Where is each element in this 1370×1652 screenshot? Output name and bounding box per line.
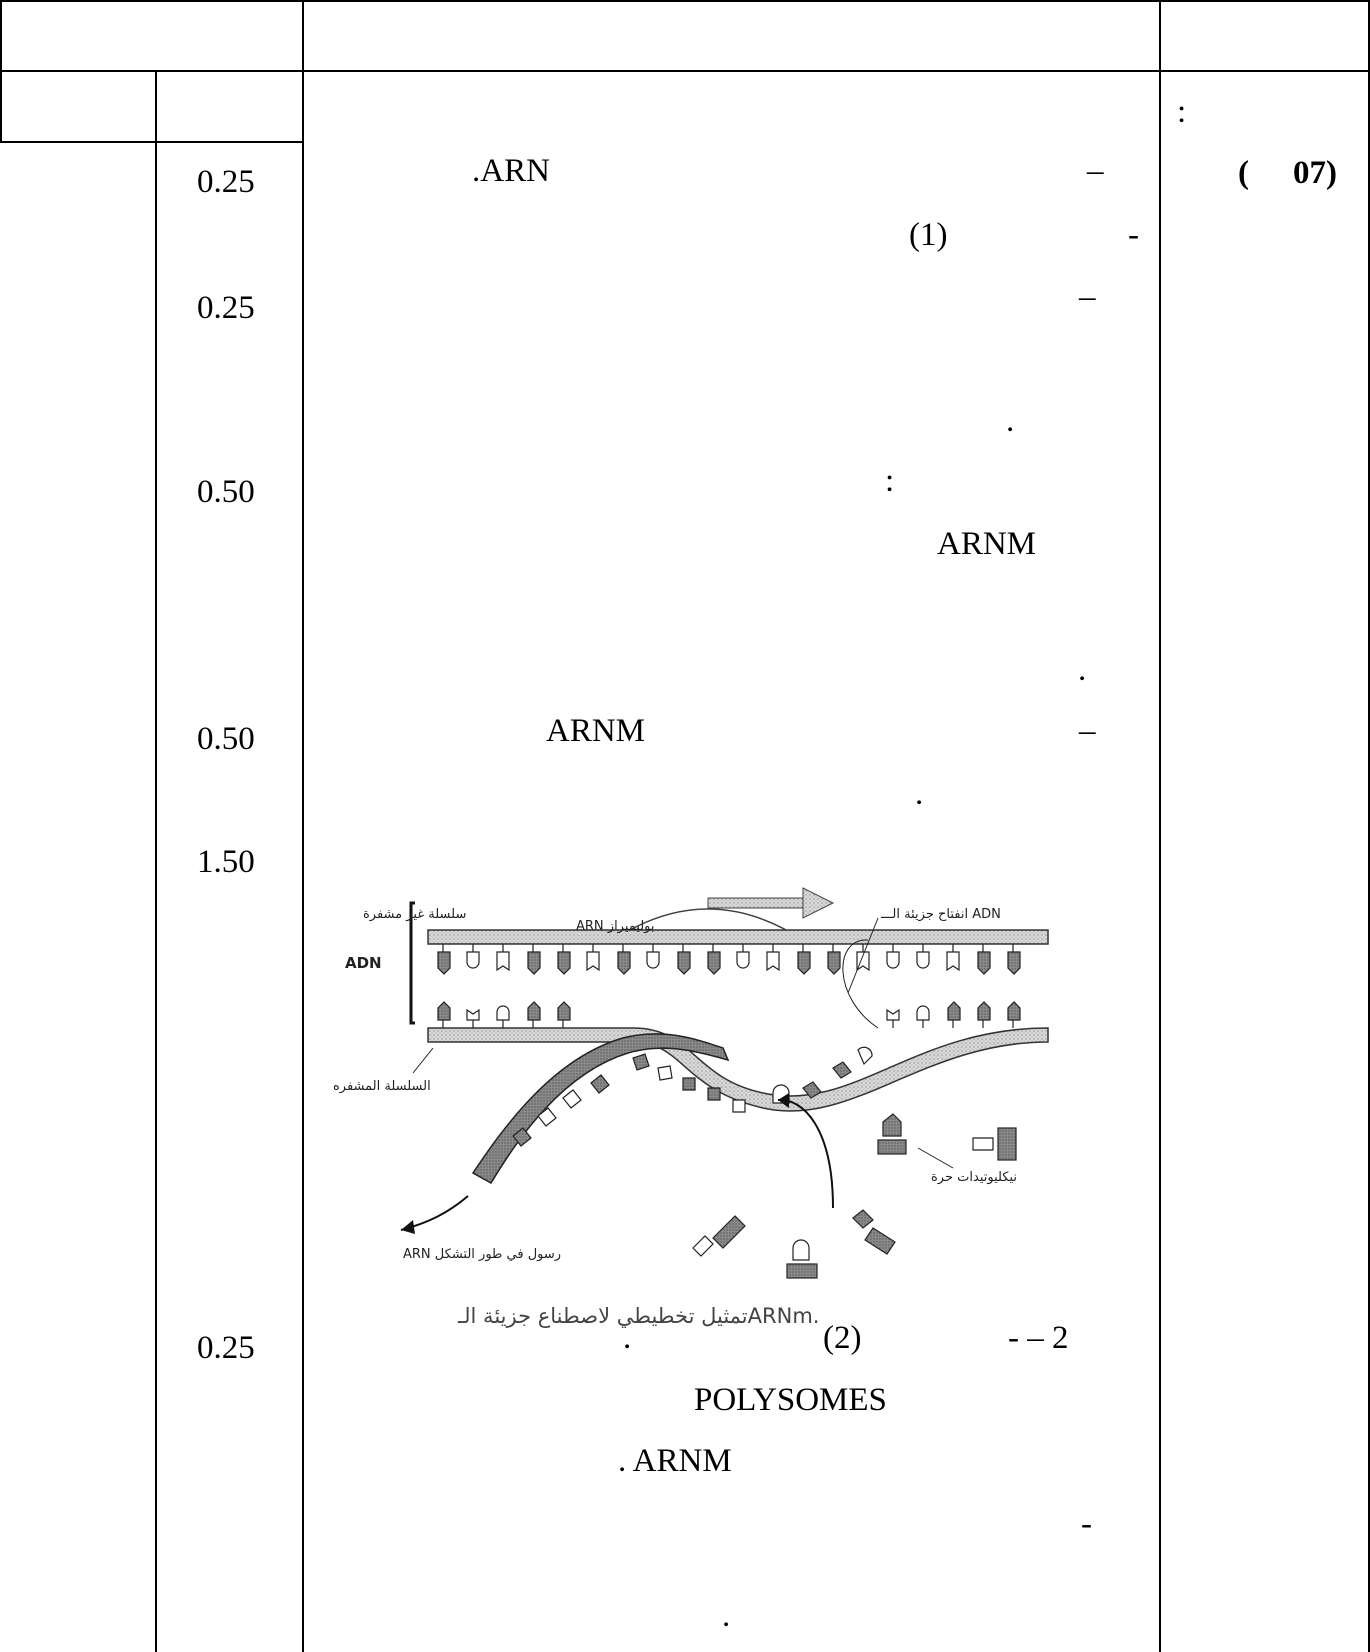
line2-dash: - (1128, 217, 1139, 253)
label-adn-opening: انفتاح جزيئة الـــ ADN (880, 907, 1001, 922)
line2-figure-ref: (1) (909, 217, 948, 253)
label-free-nucleotides: نيكليوتيدات حرة (931, 1170, 1017, 1185)
line13-dash: - (1081, 1506, 1092, 1542)
label-adn: ADN (345, 954, 382, 972)
non-coding-strand-backbone (427, 929, 1049, 945)
arn-transcription-figure: سلسلة غير مشفرة ARN بوليميراز انفتاح جزي… (333, 878, 1093, 1350)
coding-strand-nucleotides (437, 1001, 1021, 1028)
exercise-number-label: 07) (1293, 155, 1337, 191)
line8-dash: – (1079, 713, 1096, 749)
incoming-nucleotide-arrow (777, 1098, 834, 1209)
exercise-colon: : (1177, 94, 1187, 130)
line10-figure-ref: (2) (823, 1320, 862, 1356)
content-column-right-border (1159, 0, 1161, 1652)
line1-dash: – (1087, 153, 1104, 189)
coding-strand-backbone (427, 1027, 1049, 1112)
header-row-bottom-border (0, 70, 1370, 72)
transcription-direction-arrow (707, 887, 835, 919)
line9-dot: . (915, 776, 924, 812)
line10-dashes: - – 2 (1008, 1320, 1069, 1356)
label-coding-strand: السلسلة المشفره (333, 1079, 431, 1094)
table-top-border (0, 0, 1370, 2)
line14-final-dot: . (722, 1598, 731, 1634)
label-arn-polymerase: ARN بوليميراز (576, 919, 655, 934)
line11-polysomes: POLYSOMES (694, 1382, 887, 1418)
line3-dash: – (1079, 279, 1096, 315)
adn-bracket (409, 901, 415, 1025)
score-2: 0.25 (197, 290, 255, 326)
line6-arnm: ARNM (937, 526, 1037, 562)
content-column-left-border (302, 0, 304, 1652)
polymerase-arc (612, 908, 804, 941)
paired-nucleotides (512, 1046, 873, 1147)
score-5: 1.50 (197, 844, 255, 880)
exercise-open-paren: ( (1238, 155, 1249, 191)
free-nucleotides (692, 1113, 1017, 1279)
score-4: 0.50 (197, 721, 255, 757)
line7-dot: . (1078, 652, 1087, 688)
line10-dot: . (623, 1320, 632, 1356)
score-1: 0.25 (197, 164, 255, 200)
subheader-left-bottom-border (0, 141, 303, 143)
score-6: 0.25 (197, 1330, 255, 1366)
score-3: 0.50 (197, 474, 255, 510)
line12-arnm: . ARNM (618, 1443, 732, 1479)
line4-dot: . (1006, 403, 1015, 439)
line5-colon: : (885, 463, 895, 499)
line8-arnm: ARNM (546, 713, 646, 749)
line1-term: .ARN (472, 153, 550, 189)
arn-messenger-strand (471, 1033, 730, 1185)
score-column-left-border (155, 70, 157, 1652)
table-right-border (1368, 0, 1370, 1652)
table-left-border (0, 0, 2, 142)
non-coding-strand-nucleotides (437, 944, 1021, 975)
label-non-coding-strand: سلسلة غير مشفرة (363, 907, 466, 922)
figure-caption: تمثيل تخطيطي لاصطناع جزيئة الـARNm. (457, 1304, 819, 1328)
label-arn-forming: ARN رسول في طور التشكل (403, 1247, 561, 1262)
